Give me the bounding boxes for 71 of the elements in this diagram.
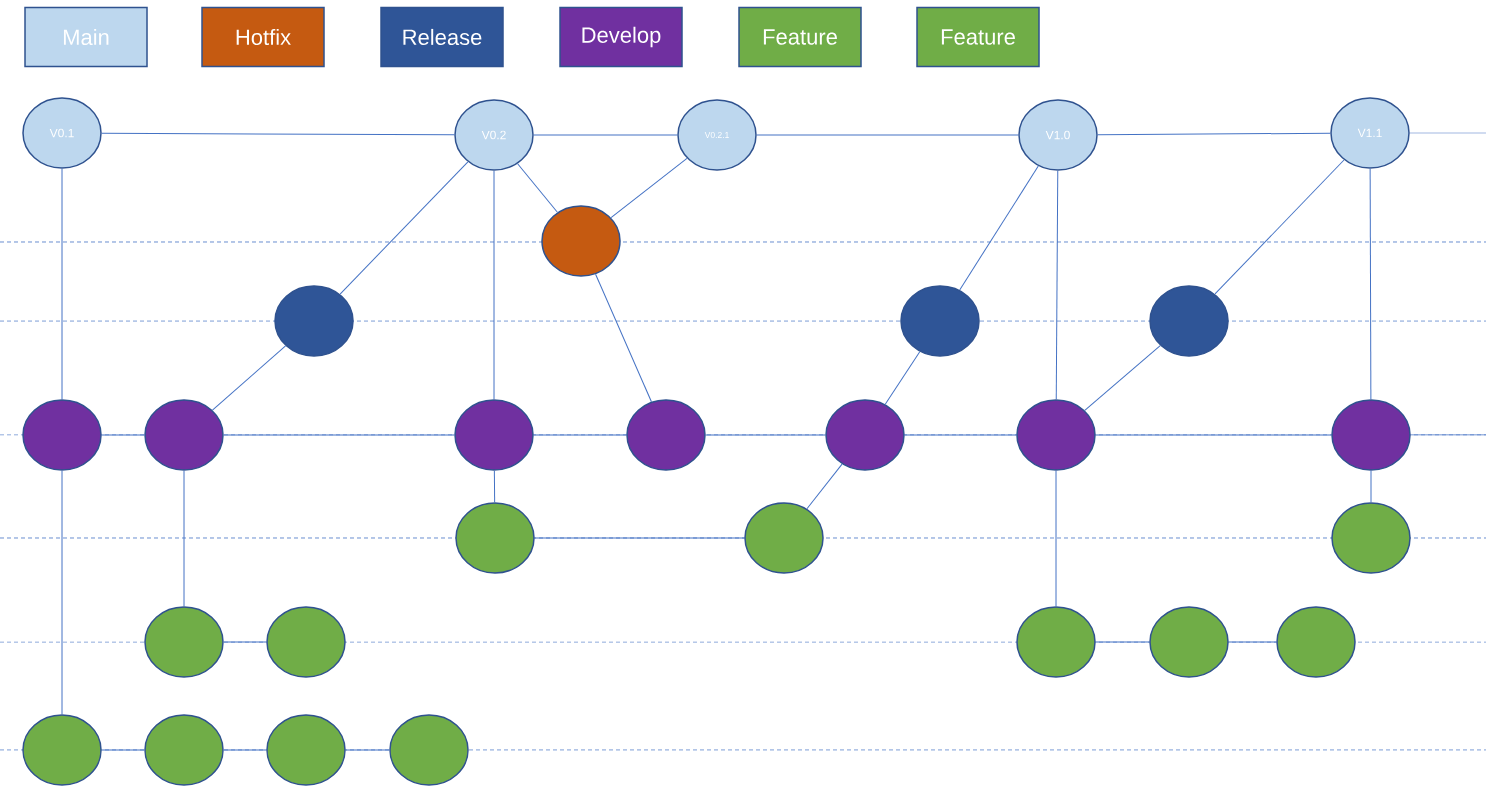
connector-line [1055,170,1059,400]
connector-line [533,134,678,136]
legend-box: Release [380,6,504,68]
connector-line [806,463,843,510]
connector-line [1214,159,1345,295]
commit-node [1331,399,1411,471]
commit-node [144,399,224,471]
commit-node [22,714,102,786]
connector-line [61,470,63,715]
version-node: V0.2.1 [677,99,757,171]
legend-box: Develop [559,6,683,68]
commit-node [266,606,346,678]
connector-line [705,434,826,436]
connector-line [101,749,145,751]
connector-line [610,157,688,219]
connector-line [339,161,469,295]
legend-box: Main [24,6,148,68]
version-node: V1.1 [1330,97,1410,169]
connector-line [1055,470,1057,607]
version-node: V1.0 [1018,99,1098,171]
commit-node [825,399,905,471]
connector-line [183,470,185,607]
connector-line [493,470,496,503]
commit-node [455,502,535,574]
connector-line [1084,345,1161,411]
version-node: V0.1 [22,97,102,169]
connector-line [533,434,627,436]
connector-line [101,132,455,136]
commit-node [541,205,621,277]
connector-line [959,165,1039,291]
commit-node [1016,399,1096,471]
connector-line [595,273,652,403]
connector-line [904,434,1017,436]
connector-line [61,168,63,400]
commit-node [1276,606,1356,678]
legend-box: Hotfix [201,6,325,68]
commit-node [144,606,224,678]
connector-line [534,537,745,539]
commit-node [1331,502,1411,574]
connector-line [517,163,558,213]
commit-node [274,285,354,357]
connector-line [101,434,145,436]
commit-node [389,714,469,786]
connector-line [1228,641,1277,643]
commit-node [22,399,102,471]
legend-box: Feature [738,6,862,68]
connector-line [884,351,921,405]
connector-line [1410,434,1486,436]
connector-line [756,134,1019,136]
connector-line [1095,434,1332,436]
commit-node [744,502,824,574]
connector-line [345,749,390,751]
commit-node [1149,606,1229,678]
legend-box: Feature [916,6,1040,68]
connector-line [1370,470,1372,503]
commit-node [1149,285,1229,357]
connector-line [1095,641,1150,643]
commit-node [1016,606,1096,678]
connector-line [1097,132,1331,136]
commit-node [266,714,346,786]
connector-line [493,170,495,400]
connector-line [223,641,267,643]
commit-node [626,399,706,471]
version-node: V0.2 [454,99,534,171]
commit-node [454,399,534,471]
connector-line [223,434,455,436]
commit-node [144,714,224,786]
connector-line [223,749,267,751]
commit-node [900,285,980,357]
connector-line [1369,168,1372,400]
connector-line [211,345,287,411]
